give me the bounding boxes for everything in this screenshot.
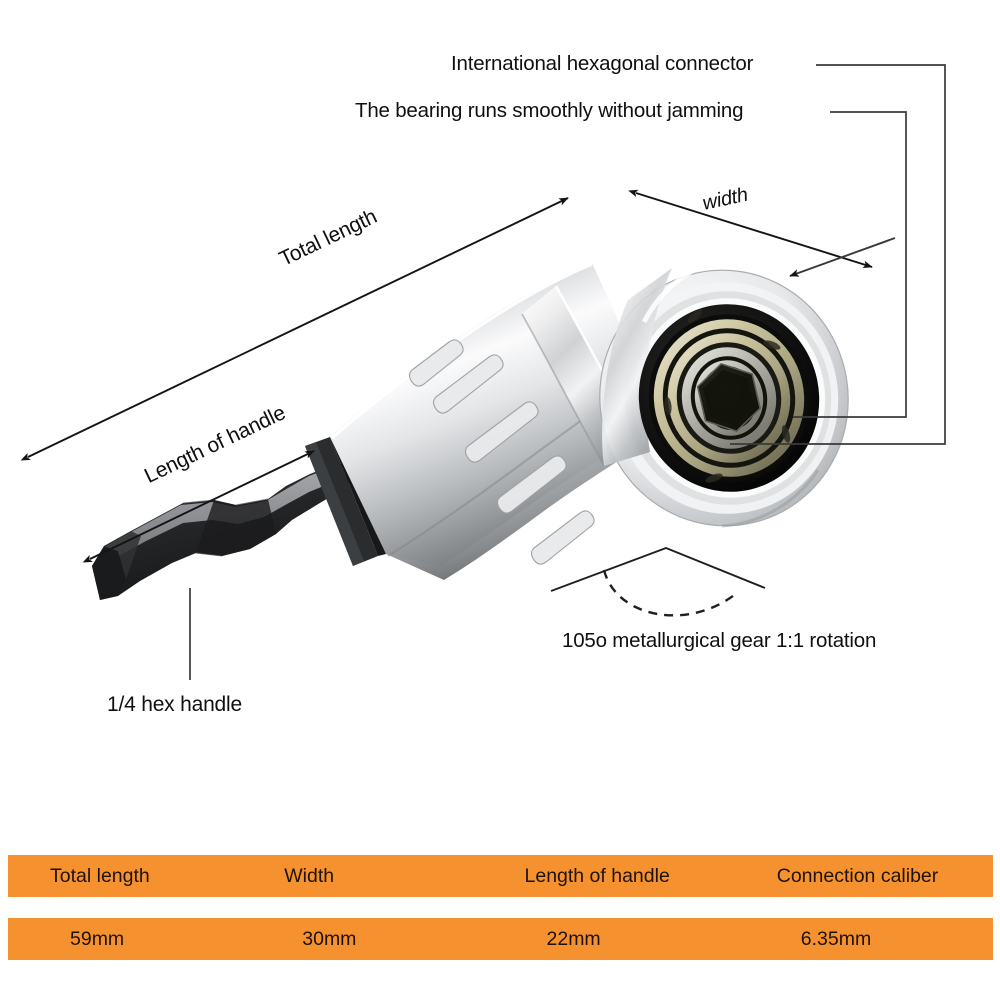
spec-value-length-of-handle: 22mm <box>546 927 601 950</box>
leader-lines <box>189 64 946 680</box>
leader-bearing-arrow <box>789 237 896 277</box>
callout-bearing: The bearing runs smoothly without jammin… <box>355 99 744 122</box>
hex-shank <box>92 463 352 600</box>
leader-hex-connector <box>730 64 946 445</box>
hex-socket <box>696 362 761 433</box>
total-length-arrow <box>20 197 569 461</box>
callout-hex-handle: 1/4 hex handle <box>107 693 242 716</box>
spec-value-connection-caliber: 6.35mm <box>800 927 872 950</box>
drive-head <box>599 251 849 528</box>
angle-indicator <box>550 546 766 617</box>
dimension-arrows <box>20 189 873 563</box>
width-arrow <box>628 189 873 268</box>
callout-gear-rotation: 105o metallurgical gear 1:1 rotation <box>562 629 877 652</box>
length-of-handle-arrow <box>82 450 315 563</box>
spec-table: Total length Width Length of handle Conn… <box>8 855 993 960</box>
spec-header-connection-caliber: Connection caliber <box>776 864 939 887</box>
spec-table-value-row: 59mm 30mm 22mm 6.35mm <box>8 918 993 960</box>
spec-table-header-row: Total length Width Length of handle Conn… <box>8 855 993 897</box>
spec-header-total-length: Total length <box>50 864 150 887</box>
callout-hexagonal-connector: International hexagonal connector <box>451 52 754 75</box>
spec-value-width: 30mm <box>302 927 357 950</box>
spec-header-width: Width <box>284 864 335 887</box>
leader-bearing <box>793 111 907 418</box>
spec-value-total-length: 59mm <box>70 927 125 950</box>
spec-header-length-of-handle: Length of handle <box>524 864 670 887</box>
